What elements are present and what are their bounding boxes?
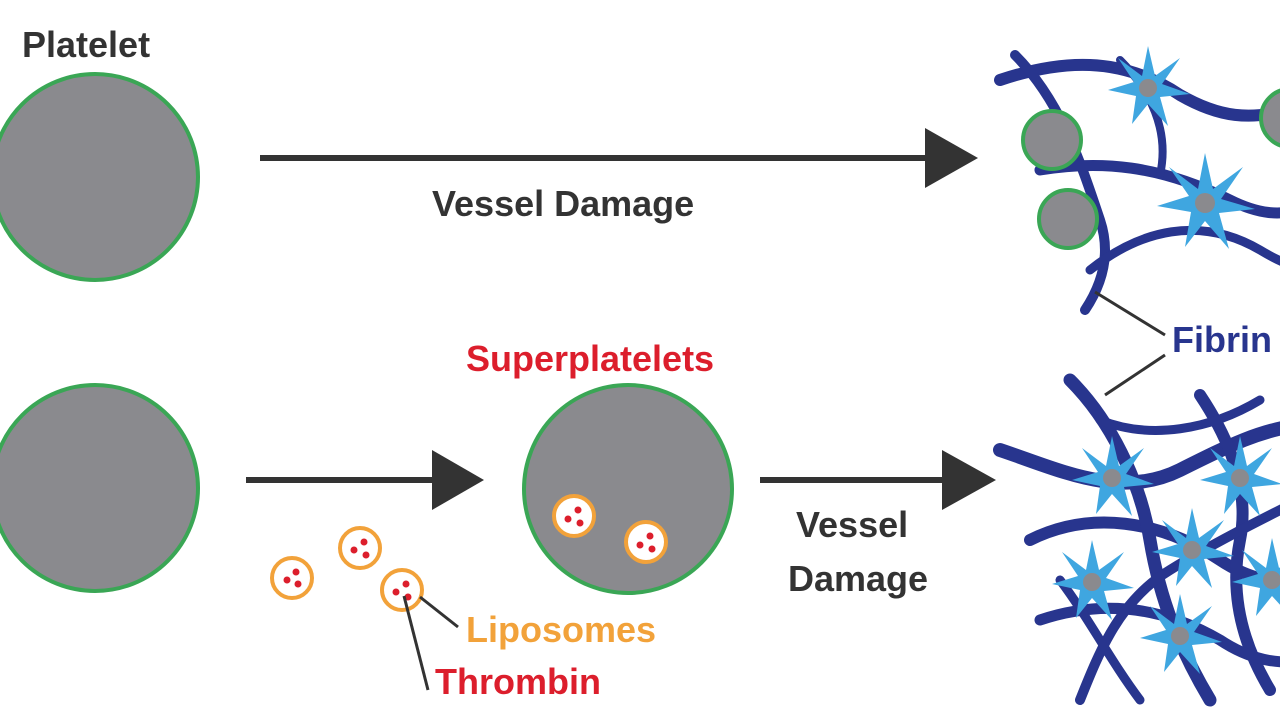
clot-top [994, 46, 1280, 315]
thrombin-star-icon [1140, 594, 1222, 674]
fibrin-label: Fibrin [1172, 319, 1272, 360]
thrombin-star-icon [1072, 436, 1154, 516]
resting-platelet-bottom [0, 383, 200, 593]
vessel-damage-arrow-bottom [760, 450, 996, 510]
clot-bottom [993, 373, 1280, 707]
thrombin-star-icon [1108, 46, 1190, 126]
thrombin-star-icon [1152, 508, 1234, 588]
vessel-damage-label-bottom-line1: Vessel [796, 504, 908, 545]
thrombin-leader [402, 595, 430, 691]
platelet-label: Platelet [22, 24, 150, 65]
activated-platelet [1259, 88, 1280, 148]
liposome [380, 568, 424, 612]
vessel-damage-label-top: Vessel Damage [432, 183, 694, 224]
loaded-liposome [552, 494, 596, 538]
resting-platelet-top [0, 72, 200, 282]
loading-arrow [246, 450, 484, 510]
liposome [338, 526, 382, 570]
superplatelets-label: Superplatelets [466, 338, 714, 379]
liposomes-leader [419, 595, 459, 629]
vessel-damage-label-bottom-line2: Damage [788, 558, 928, 599]
liposomes-label: Liposomes [466, 609, 656, 650]
vessel-damage-arrow-top [260, 128, 978, 188]
thrombin-star-icon [1232, 538, 1280, 616]
loaded-liposome [624, 520, 668, 564]
thrombin-star-icon [1052, 540, 1134, 620]
superplatelet [522, 383, 734, 595]
activated-platelet [1037, 188, 1099, 250]
activated-platelet [1021, 109, 1083, 171]
thrombin-star-icon [1157, 153, 1255, 249]
fibrin-leader-lines [1094, 290, 1166, 397]
liposome [270, 556, 314, 600]
thrombin-star-icon [1200, 436, 1280, 516]
thrombin-label: Thrombin [435, 661, 601, 702]
